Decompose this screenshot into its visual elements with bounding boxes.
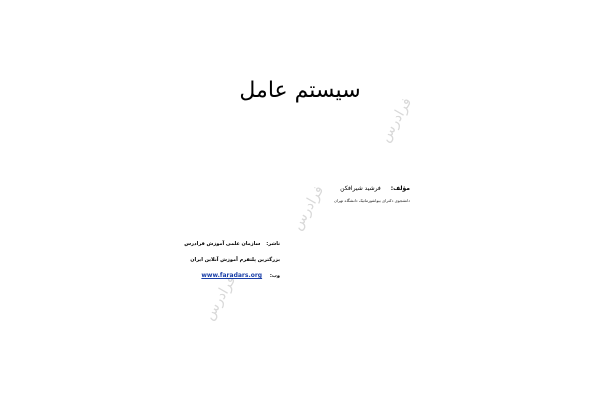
publisher-tagline: بزرگترین پلتفرم آموزش آنلاین ایران [190, 257, 280, 263]
author-block: مؤلف: فرشید شیرافکن دانشجوی دکترای بیوان… [334, 184, 410, 206]
document-title: سیستم عامل [239, 78, 361, 103]
publisher-block: ناشر: سازمان علمی آموزش فرادرس بزرگترین … [184, 240, 280, 280]
web-label: وب: [269, 273, 280, 279]
publisher-line: ناشر: سازمان علمی آموزش فرادرس [184, 240, 280, 248]
website-link[interactable]: www.faradars.org [201, 272, 263, 279]
watermark-3: فرادرس [201, 273, 240, 323]
watermark-2: فرادرس [289, 183, 328, 233]
author-label: مؤلف: [390, 185, 410, 192]
author-description: دانشجوی دکترای بیوانفورماتیک دانشگاه تهر… [334, 198, 410, 203]
publisher-label: ناشر: [266, 241, 280, 247]
author-name: فرشید شیرافکن [340, 185, 381, 192]
web-line: وب: www.faradars.org [184, 272, 280, 280]
author-line: مؤلف: فرشید شیرافکن [334, 184, 410, 194]
publisher-name: سازمان علمی آموزش فرادرس [184, 241, 261, 247]
